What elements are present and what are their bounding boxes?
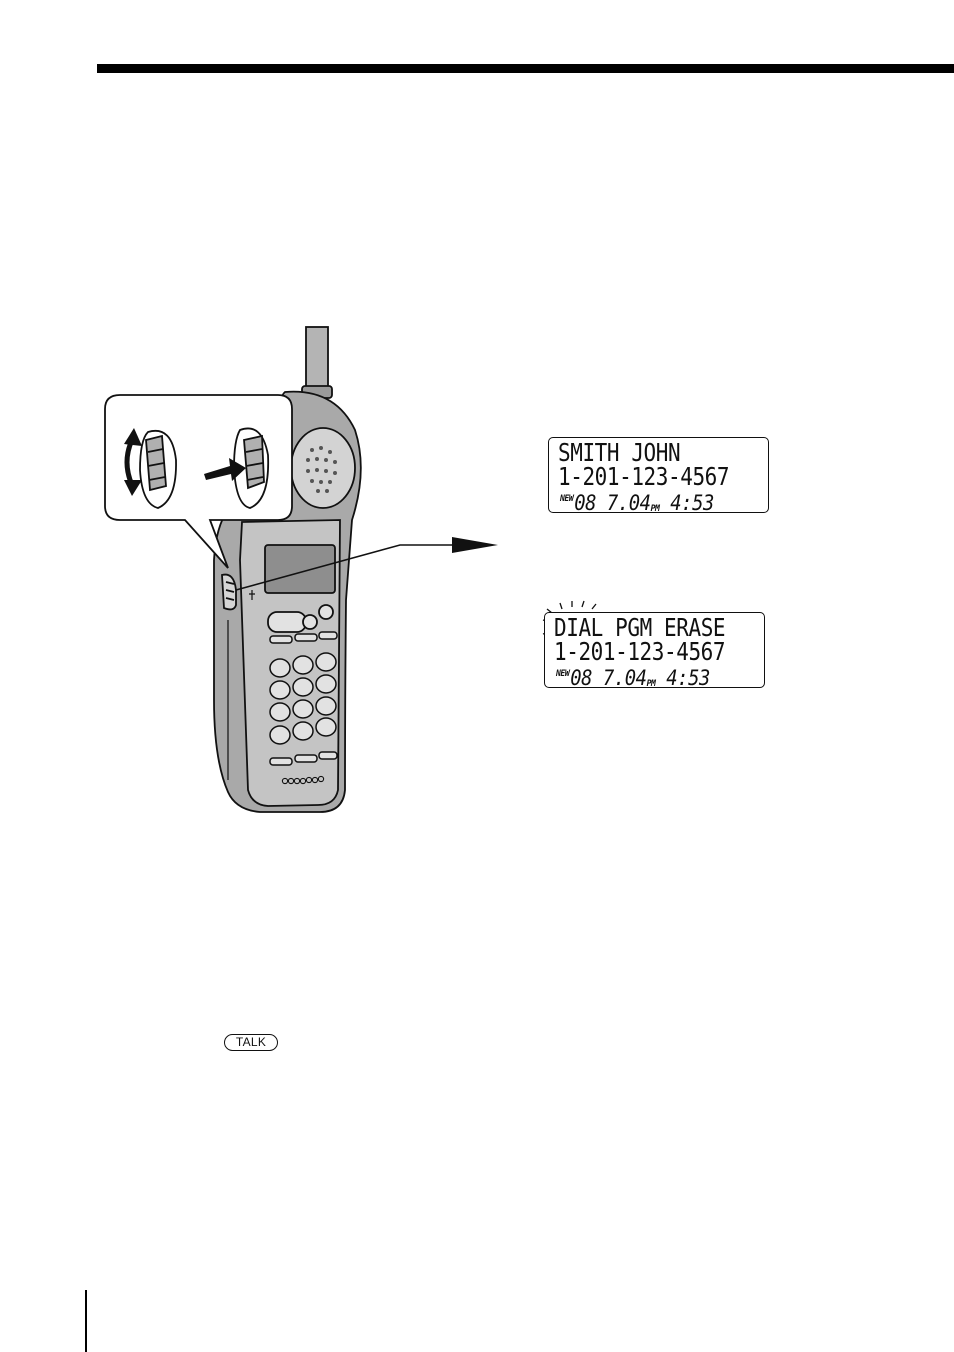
new-indicator: NEW <box>556 669 570 679</box>
margin-rule <box>85 1290 87 1352</box>
call-time: 4:53 <box>670 491 714 515</box>
menu-erase: ERASE <box>664 613 726 642</box>
menu-pgm: PGM <box>615 613 652 642</box>
menu-line: DIAL PGM ERASE <box>554 613 726 642</box>
call-date: 7.04 <box>606 491 651 515</box>
caller-info-line: NEW08 7.04PM 4:53 <box>560 489 714 520</box>
jog-dial-callout <box>104 394 293 569</box>
menu-dial: DIAL <box>554 613 603 642</box>
call-count: 08 <box>574 491 597 515</box>
pointer-arrow <box>235 537 498 591</box>
call-count: 08 <box>570 666 593 690</box>
caller-id-display: SMITH JOHN 1-201-123-4567 NEW08 7.04PM 4:5… <box>548 437 769 514</box>
call-time: 4:53 <box>666 666 710 690</box>
caller-info-line: NEW08 7.04PM 4:53 <box>556 664 710 695</box>
caller-name: SMITH JOHN <box>558 438 681 467</box>
ampm-indicator: PM <box>650 504 660 514</box>
antenna <box>301 326 333 399</box>
caller-number: 1-201-123-4567 <box>554 637 726 666</box>
call-date: 7.04 <box>602 666 647 690</box>
new-indicator: NEW <box>560 494 574 504</box>
talk-key-symbol: TALK <box>224 1034 278 1051</box>
top-rule <box>97 64 954 73</box>
caller-number: 1-201-123-4567 <box>558 462 730 491</box>
ampm-indicator: PM <box>646 679 656 689</box>
